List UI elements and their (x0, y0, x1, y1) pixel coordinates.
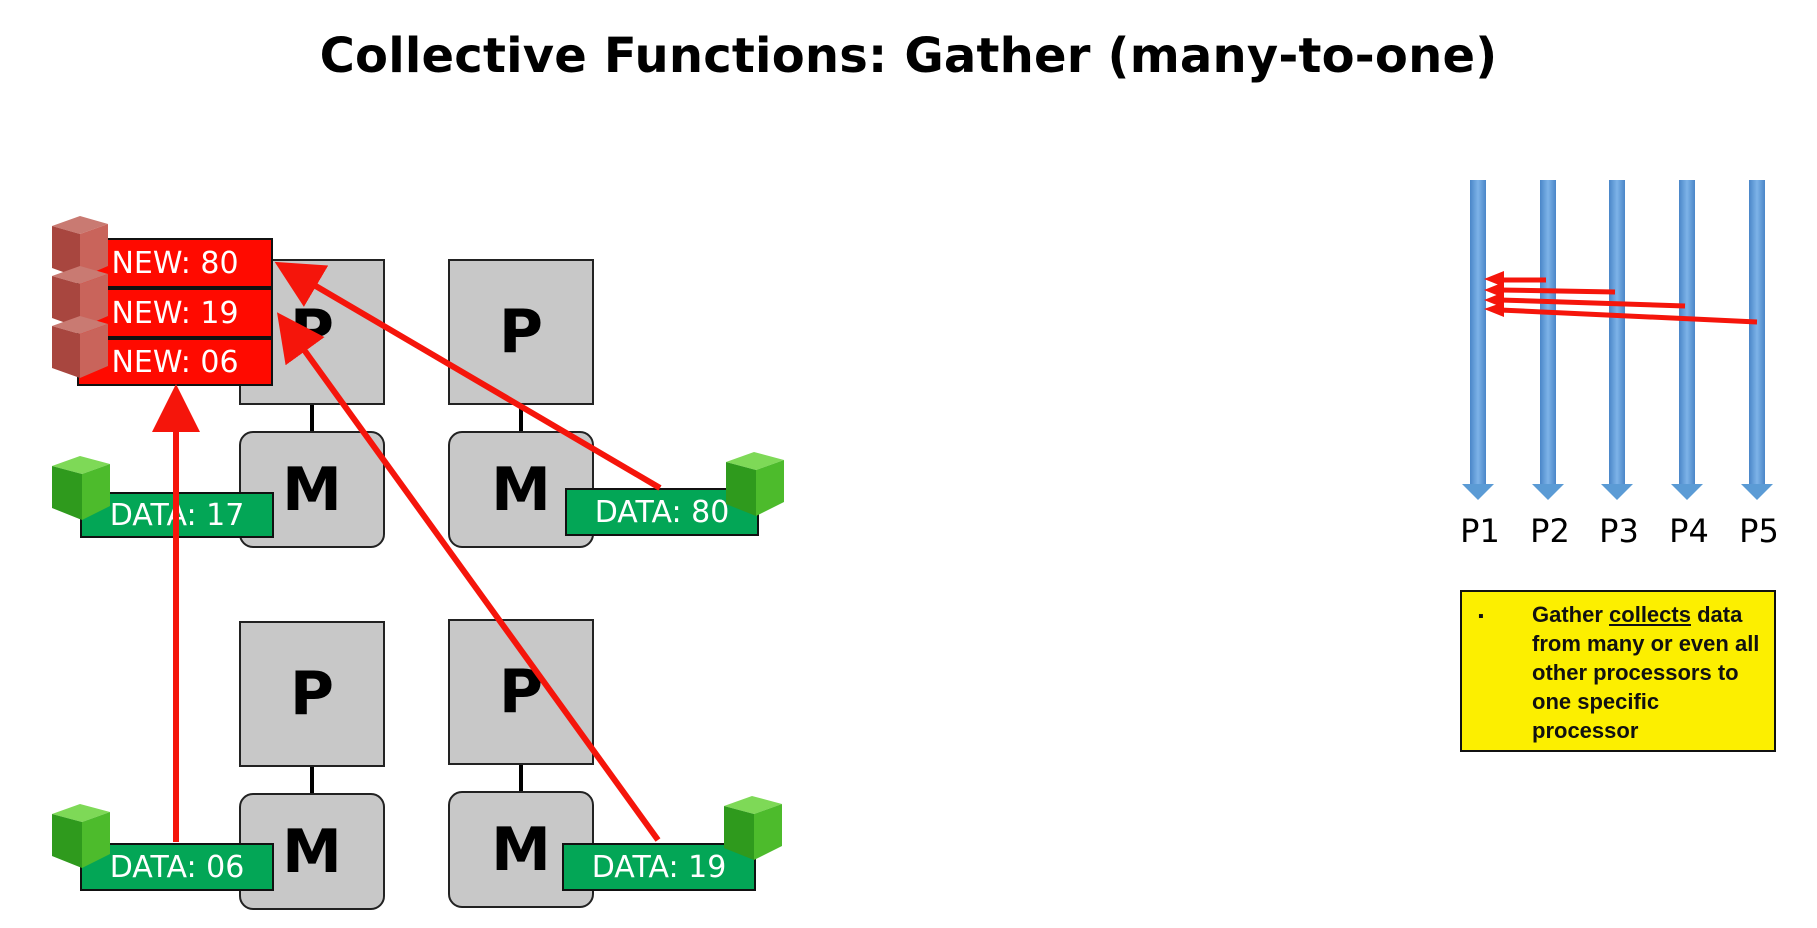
note-underlined: collects (1609, 602, 1691, 627)
processor-box: P (239, 621, 385, 767)
data-label: DATA: 19 (562, 843, 756, 891)
gathered-label: NEW: 06 (77, 338, 273, 386)
note-text-start: Gather (1532, 602, 1610, 627)
green-cube-icon (52, 456, 110, 520)
connector (519, 405, 523, 433)
bullet-icon: ▪ (1478, 608, 1484, 625)
memory-box: M (239, 431, 385, 548)
page-title: Collective Functions: Gather (many-to-on… (319, 28, 1498, 84)
gather-note: ▪ Gather collects data from many or even… (1460, 590, 1776, 752)
connector (310, 767, 314, 795)
timeline-gather-arrows (1484, 271, 1758, 325)
process-label: P3 (1599, 512, 1639, 550)
lane-p1 (1462, 180, 1494, 500)
red-cube-icon (52, 216, 108, 278)
connector (519, 765, 523, 793)
process-label: P5 (1739, 512, 1779, 550)
lane-p2 (1532, 180, 1564, 500)
lane-p3 (1601, 180, 1633, 500)
green-cube-icon (52, 804, 110, 868)
process-label: P4 (1669, 512, 1709, 550)
note-text-end: data from many or even all other process… (1532, 602, 1760, 743)
process-label: P1 (1460, 512, 1500, 550)
red-cube-icon (52, 266, 108, 328)
gather-arrow (276, 312, 661, 842)
processor-box: P (448, 619, 594, 765)
process-label: P2 (1530, 512, 1570, 550)
data-label: DATA: 06 (80, 843, 274, 891)
gather-arrow (274, 261, 662, 491)
connector (310, 405, 314, 433)
green-cube-icon (726, 452, 784, 516)
lane-p5 (1741, 180, 1773, 500)
gathered-label: NEW: 80 (77, 238, 273, 288)
green-cube-icon (724, 796, 782, 860)
lane-p4 (1671, 180, 1703, 500)
red-cube-icon (52, 316, 108, 378)
